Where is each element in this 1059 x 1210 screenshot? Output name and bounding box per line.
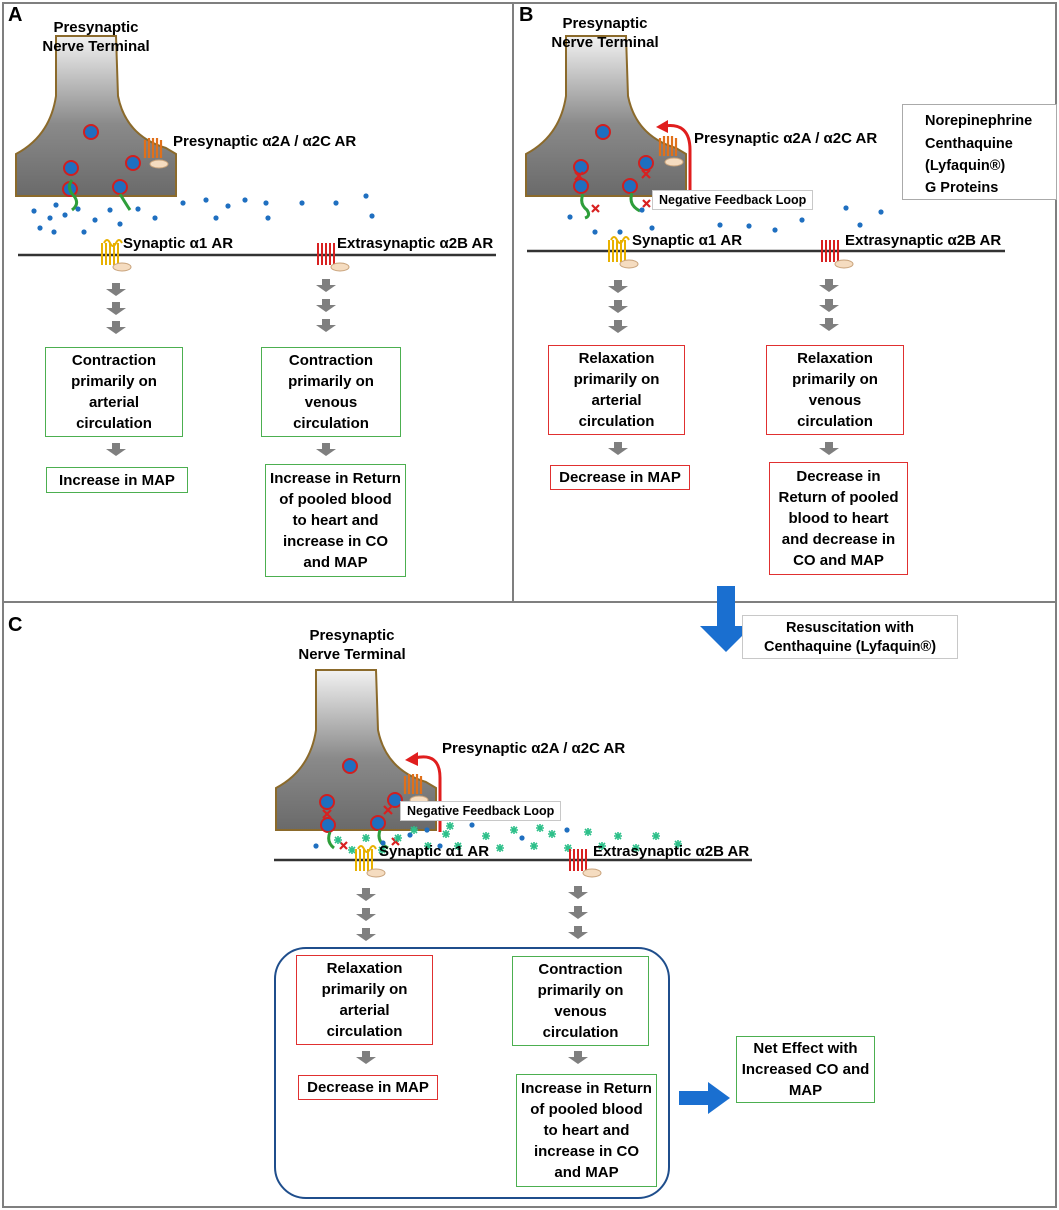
panel-c-net-effect-box: Net Effect with Increased CO and MAP	[736, 1036, 875, 1103]
terminal-title-line: Nerve Terminal	[298, 646, 406, 663]
panel-c-extrasynaptic-label: Extrasynaptic α2B AR	[593, 843, 750, 860]
norepinephrine-dots-a	[31, 193, 375, 235]
panel-c-terminal-title: Presynaptic Nerve Terminal	[282, 626, 422, 664]
centhaquine-marker-icon	[536, 824, 544, 832]
vesicle-icon	[83, 124, 99, 140]
panel-a-right-effect-box: Contraction primarily on venous circulat…	[261, 347, 401, 437]
panel-c-left-effect-box: Relaxation primarily on arterial circula…	[296, 955, 433, 1045]
centhaquine-marker-icon	[614, 832, 622, 840]
centhaquine-marker-icon	[674, 840, 682, 848]
vesicle-icon	[622, 178, 638, 194]
panel-c-letter: C	[8, 614, 23, 636]
panel-c-combined-outline	[274, 947, 670, 1199]
centhaquine-marker-icon	[482, 832, 490, 840]
vesicle-icon	[573, 178, 589, 194]
panel-b-terminal-title: Presynaptic Nerve Terminal	[535, 14, 675, 52]
release-path-icon	[67, 179, 132, 212]
feedback-arrow-icon	[663, 124, 692, 192]
panel-a-extrasynaptic-label: Extrasynaptic α2B AR	[337, 235, 494, 252]
vesicle-icon	[319, 794, 335, 810]
vesicle-icon	[125, 155, 141, 171]
release-path-icon	[580, 192, 641, 220]
centhaquine-marker-icon	[362, 834, 370, 842]
panel-c-presynaptic-label: Presynaptic α2A / α2C AR	[442, 740, 626, 757]
centhaquine-marker-icon	[446, 822, 454, 830]
panel-b-right-result-box: Decrease in Return of pooled blood to he…	[769, 462, 908, 575]
panel-b-letter: B	[519, 4, 534, 26]
resuscitation-label: Resuscitation with Centhaquine (Lyfaquin…	[742, 615, 958, 659]
terminal-title-line: Nerve Terminal	[551, 34, 659, 51]
centhaquine-marker-icon	[584, 828, 592, 836]
vesicle-icon	[638, 155, 654, 171]
feedback-arrowhead-icon	[405, 752, 418, 766]
legend-centhaquine: Centhaquine	[925, 136, 1013, 152]
panel-b-right-effect-box: Relaxation primarily on venous circulati…	[766, 345, 904, 435]
panel-a-presynaptic-label: Presynaptic α2A / α2C AR	[173, 133, 357, 150]
panel-b-left-result-box: Decrease in MAP	[550, 465, 690, 490]
resuscitation-line: Centhaquine (Lyfaquin®)	[763, 639, 937, 655]
centhaquine-marker-icon	[334, 836, 342, 844]
panel-b-feedback-label: Negative Feedback Loop	[652, 190, 814, 210]
centhaquine-marker-icon	[530, 842, 538, 850]
panel-c	[2, 601, 1057, 1208]
legend-norepinephrine: Norepinephrine	[925, 113, 1033, 129]
norepinephrine-dots-c	[313, 822, 570, 849]
vesicle-icon	[370, 815, 386, 831]
vesicle-icon	[112, 179, 128, 195]
net-effect-arrow-icon	[679, 1082, 730, 1114]
terminal-title-line: Presynaptic	[53, 19, 139, 36]
centhaquine-marker-icon	[378, 846, 386, 854]
panel-b-left-effect-box: Relaxation primarily on arterial circula…	[548, 345, 685, 435]
centhaquine-marker-icon	[442, 830, 450, 838]
centhaquine-marker-icon	[424, 842, 432, 850]
legend-centhaquine-brand: (Lyfaquin®)	[925, 158, 1006, 174]
centhaquine-marker-icon	[564, 844, 572, 852]
centhaquine-dots-c	[334, 822, 682, 854]
panel-c-synaptic-label: Synaptic α1 AR	[379, 843, 490, 860]
vesicle-icon	[320, 817, 336, 833]
panel-a-left-result-box: Increase in MAP	[46, 467, 188, 493]
resuscitation-line: Resuscitation with	[785, 620, 915, 636]
release-path-icon	[327, 829, 389, 850]
panel-c-right-result-box: Increase in Return of pooled blood to he…	[516, 1074, 657, 1187]
centhaquine-marker-icon	[348, 846, 356, 854]
terminal-title-line: Presynaptic	[562, 15, 648, 32]
centhaquine-marker-icon	[652, 832, 660, 840]
vesicle-icon	[595, 124, 611, 140]
legend-g-proteins: G Proteins	[925, 180, 999, 196]
centhaquine-marker-icon	[598, 842, 606, 850]
vesicle-icon	[63, 160, 79, 176]
panel-a-letter: A	[8, 4, 23, 26]
vesicle-icon	[342, 758, 358, 774]
centhaquine-marker-icon	[510, 826, 518, 834]
terminal-title-line: Presynaptic	[309, 627, 395, 644]
panel-b-presynaptic-label: Presynaptic α2A / α2C AR	[694, 130, 878, 147]
panel-b-synaptic-label: Synaptic α1 AR	[632, 232, 743, 249]
panel-c-right-effect-box: Contraction primarily on venous circulat…	[512, 956, 649, 1046]
panel-a-left-effect-box: Contraction primarily on arterial circul…	[45, 347, 183, 437]
centhaquine-marker-icon	[548, 830, 556, 838]
panel-c-left-result-box: Decrease in MAP	[298, 1075, 438, 1100]
panel-a-terminal-title: Presynaptic Nerve Terminal	[26, 18, 166, 56]
terminal-title-line: Nerve Terminal	[42, 38, 150, 55]
panel-b-extrasynaptic-label: Extrasynaptic α2B AR	[845, 232, 1002, 249]
blocked-release-icon	[574, 169, 651, 213]
feedback-arrowhead-icon	[656, 120, 668, 133]
centhaquine-marker-icon	[410, 826, 418, 834]
legend: Norepinephrine Centhaquine (Lyfaquin®) G…	[902, 104, 1057, 200]
centhaquine-marker-icon	[454, 842, 462, 850]
centhaquine-marker-icon	[496, 844, 504, 852]
centhaquine-marker-icon	[394, 834, 402, 842]
feedback-arrow-icon	[414, 755, 442, 832]
panel-a-terminal	[15, 35, 177, 197]
panel-a-right-result-box: Increase in Return of pooled blood to he…	[265, 464, 406, 577]
centhaquine-marker-icon	[632, 844, 640, 852]
resuscitation-arrow-icon	[700, 586, 752, 652]
panel-b-terminal	[525, 35, 687, 197]
panel-a-synaptic-label: Synaptic α1 AR	[123, 235, 234, 252]
panel-c-feedback-label: Negative Feedback Loop	[400, 801, 562, 821]
norepinephrine-dots-b	[567, 205, 884, 235]
